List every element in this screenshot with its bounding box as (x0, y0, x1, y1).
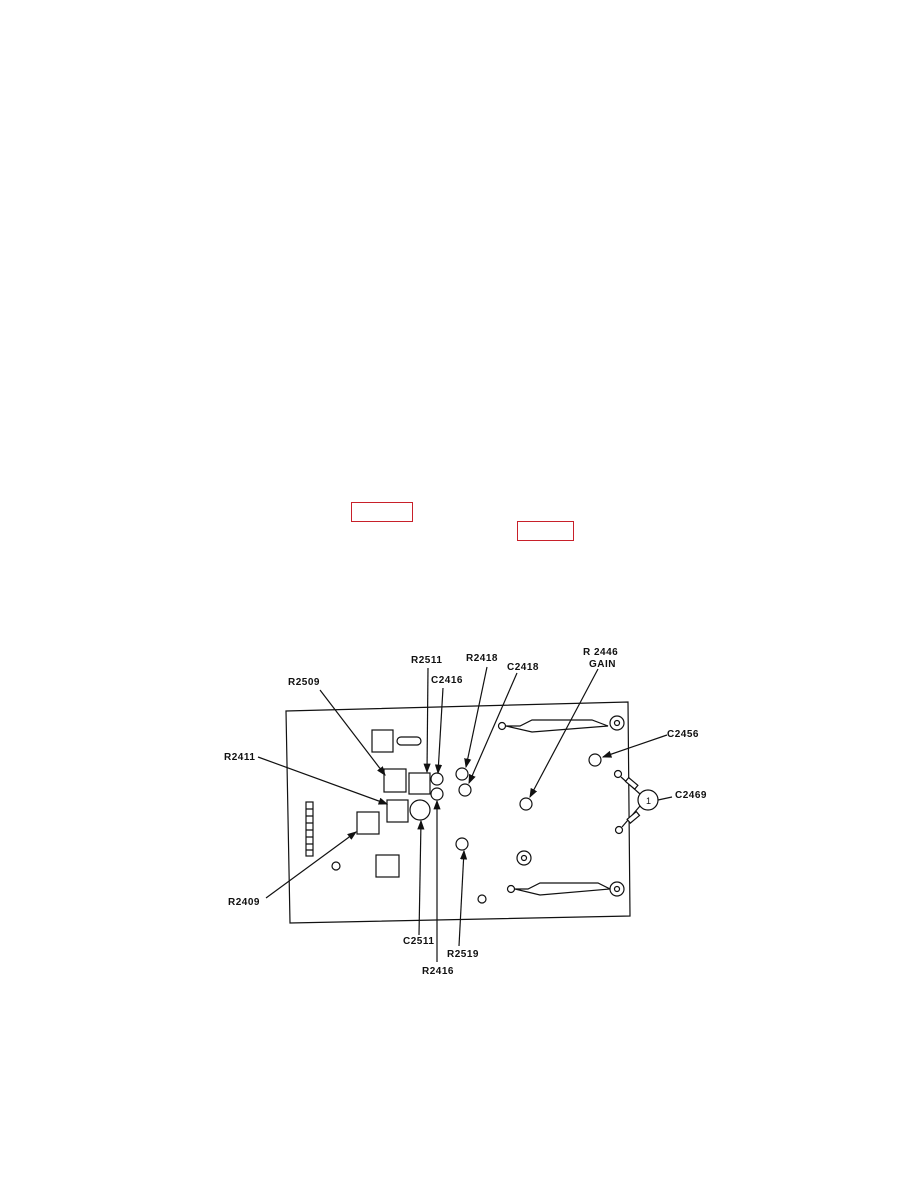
label-r2511: R2511 (411, 655, 442, 666)
r2418-component (455, 767, 469, 781)
label-c2418: C2418 (507, 662, 539, 673)
c2456-component (588, 753, 602, 767)
c2418-component (458, 783, 472, 797)
label-gain: GAIN (589, 659, 616, 670)
label-r2411: R2411 (224, 752, 255, 763)
r2409-component (356, 811, 380, 835)
r2416-component (430, 787, 444, 801)
r2509-component (383, 768, 407, 793)
c2469-marking: 1 (646, 796, 652, 806)
table-reference-link[interactable] (517, 521, 574, 541)
label-r2519: R2519 (447, 949, 479, 960)
label-c2469: C2469 (675, 790, 707, 801)
label-c2511: C2511 (403, 936, 434, 947)
r2511-component (408, 772, 431, 795)
r2519-component (455, 837, 469, 851)
r2411-component (386, 799, 409, 823)
label-r2446: R 2446 (583, 647, 618, 658)
label-r2416: R2416 (422, 966, 454, 977)
label-r2418: R2418 (466, 653, 498, 664)
label-c2416: C2416 (431, 675, 463, 686)
figure-reference-link[interactable] (351, 502, 413, 522)
board-components (305, 715, 659, 904)
r2446-component (519, 797, 533, 811)
c2416-component (430, 772, 444, 786)
callout-arrows (257, 666, 673, 962)
circuit-board-outline (285, 701, 631, 924)
label-c2456: C2456 (667, 729, 699, 740)
callout-labels: R2511 R2418 C2418 R 2446 GAIN R2509 C241… (224, 647, 707, 977)
c2511-component (409, 799, 431, 821)
label-r2409: R2409 (228, 897, 260, 908)
label-r2509: R2509 (288, 677, 320, 688)
